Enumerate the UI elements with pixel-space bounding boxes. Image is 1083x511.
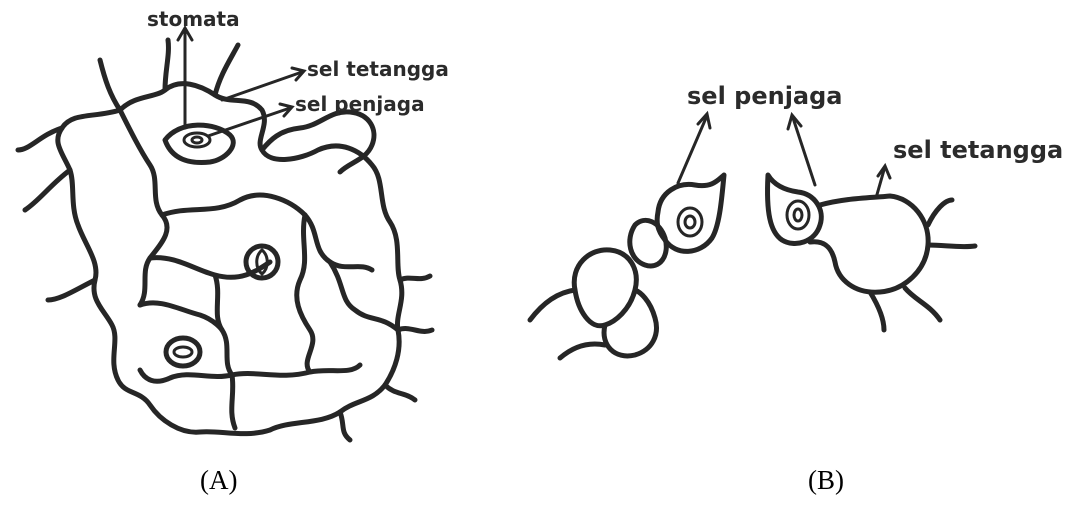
label-guard-cell-b: sel penjaga [687, 82, 842, 110]
cell-wall [120, 110, 167, 305]
right-neighbor-cell [810, 196, 928, 292]
caption-a: (A) [200, 465, 237, 495]
label-neighbor-cell-a: sel tetangga [307, 57, 449, 81]
cell-wall [232, 215, 360, 375]
stomata-bottom [166, 338, 200, 366]
cell-wall [100, 40, 238, 110]
cell-wall [232, 262, 398, 428]
label-guard-cell-a: sel penjaga [295, 92, 425, 116]
arrow-to-left-guard [678, 118, 706, 183]
left-guard-cell [657, 175, 724, 251]
arrow-to-neighbor-a [222, 72, 302, 100]
caption-b: (B) [808, 465, 844, 495]
panel-a-epidermis [18, 28, 432, 440]
cell-wall [18, 128, 95, 300]
label-stomata: stomata [147, 7, 240, 31]
label-neighbor-cell-b: sel tetangga [893, 136, 1063, 164]
cell-wall [340, 276, 432, 440]
left-neighbor-cell [574, 250, 636, 326]
left-middle-cell [630, 220, 667, 266]
arrow-to-guard-a [208, 108, 290, 136]
stomata-middle [246, 246, 278, 278]
cell-wall [262, 112, 374, 172]
arrow-to-right-guard [793, 118, 815, 185]
right-guard-cell [768, 175, 822, 244]
